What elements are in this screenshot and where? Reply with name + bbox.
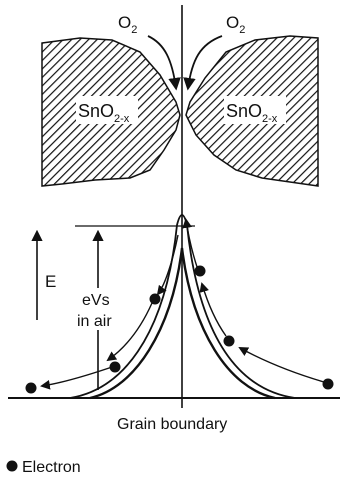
electron-path-right-lower <box>238 347 325 383</box>
electron-path-left-lower <box>40 365 116 390</box>
oxygen-arrow-right <box>183 35 223 91</box>
legend-electron-label: Electron <box>22 459 81 476</box>
legend-electron-dot <box>6 460 18 472</box>
electron-path-left-upper <box>106 302 153 362</box>
electron-path-hop-right <box>182 218 199 271</box>
electron-path-hop-left <box>156 234 179 296</box>
electron-dot <box>322 378 334 390</box>
electron-dot <box>194 265 206 277</box>
grain-label-right: SnO2-x <box>226 101 278 125</box>
oxygen-arrow-left <box>147 35 181 91</box>
oxygen-label-left: O2 <box>118 13 137 36</box>
electron-dot <box>25 382 37 394</box>
electron-dot <box>149 293 161 305</box>
energy-axis-label: E <box>45 272 56 291</box>
barrier-label-line2: in air <box>77 313 112 330</box>
band-curve-inner <box>89 247 276 400</box>
electron-dot <box>109 361 121 373</box>
oxygen-label-right: O2 <box>226 13 245 36</box>
band-curve-outer <box>69 214 296 399</box>
grain-boundary-label: Grain boundary <box>117 416 227 433</box>
grain-label-left: SnO2-x <box>78 101 130 125</box>
electron-dot <box>223 335 235 347</box>
electron-path-right-upper <box>199 282 227 337</box>
barrier-label-line1: eVs <box>82 292 110 309</box>
